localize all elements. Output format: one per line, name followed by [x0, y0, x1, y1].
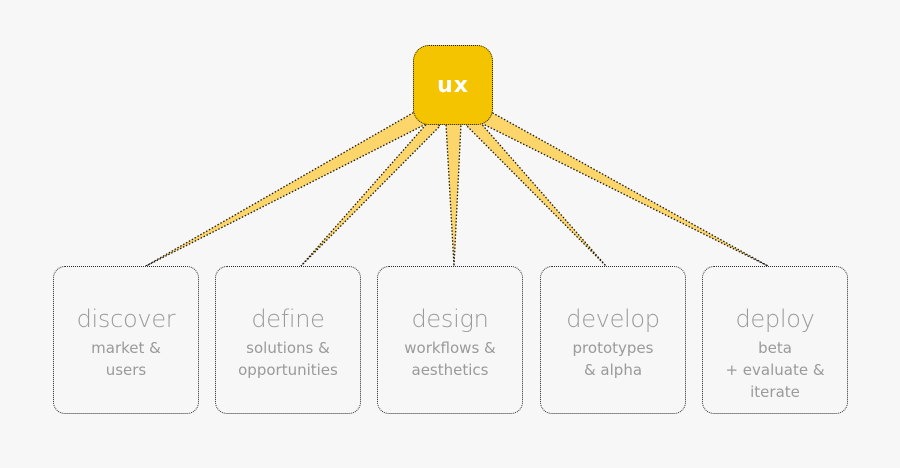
connector-discover [145, 109, 427, 267]
stage-title: design [411, 305, 489, 333]
connector-design [445, 123, 462, 267]
stage-description: beta + evaluate & iterate [725, 339, 825, 401]
stage-description: solutions & opportunities [238, 339, 338, 379]
stage-define: define solutions & opportunities [215, 266, 361, 414]
connector-deploy [480, 111, 769, 267]
ux-root-label: UX [437, 72, 469, 98]
stage-description: market & users [91, 339, 161, 379]
stage-description: prototypes & alpha [572, 339, 654, 379]
ux-root-node: UX [413, 45, 493, 125]
stage-title: define [251, 305, 325, 333]
stage-description: workflows & aesthetics [404, 339, 496, 379]
stage-discover: discover market & users [53, 266, 199, 414]
connector-develop [465, 119, 607, 267]
stage-develop: develop prototypes & alpha [540, 266, 686, 414]
stage-design: design workflows & aesthetics [377, 266, 523, 414]
stage-title: discover [76, 305, 176, 333]
stage-title: develop [566, 305, 660, 333]
stage-title: deploy [735, 305, 815, 333]
stage-deploy: deploy beta + evaluate & iterate [702, 266, 848, 414]
connector-define [300, 119, 441, 267]
